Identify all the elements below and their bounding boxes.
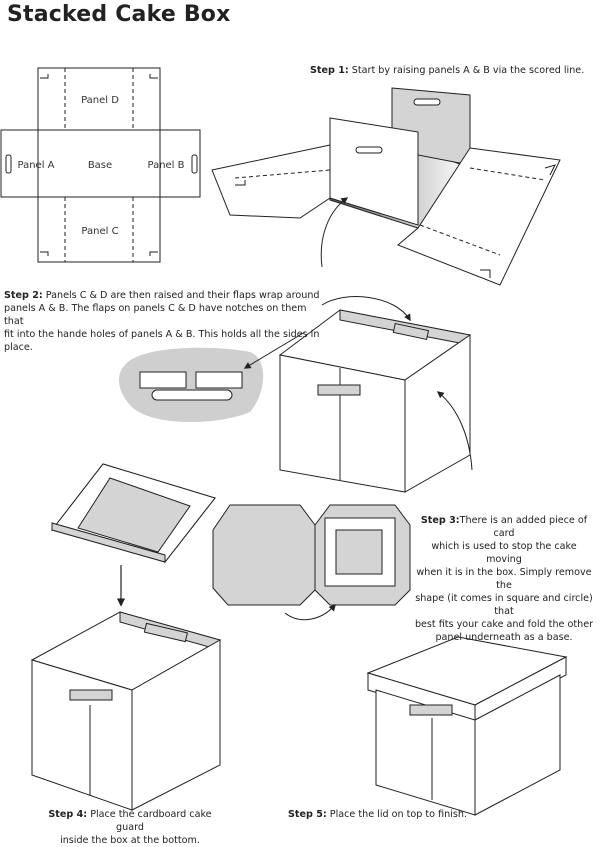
box-net — [0, 67, 201, 263]
step5-box — [366, 636, 568, 816]
cake-guard — [51, 463, 216, 564]
step1-label: Step 1: — [310, 65, 349, 76]
step3-line-6: panel underneath as a base. — [435, 632, 573, 643]
net-label-base: Base — [88, 160, 112, 171]
step2-box — [278, 309, 472, 493]
step1-text: Start by raising panels A & B via the sc… — [351, 65, 585, 76]
step2-label: Step 2: — [4, 290, 43, 301]
net-base — [37, 129, 161, 198]
step5-caption: Step 5: Place the lid on top to finish. — [288, 808, 467, 821]
handle-slot-a — [5, 154, 12, 174]
step3-line-1: There is an added piece of card — [459, 515, 588, 539]
step2-notch-detail — [118, 347, 264, 423]
net-label-panel-c: Panel C — [81, 226, 118, 237]
step1-caption: Step 1: Start by raising panels A & B vi… — [310, 64, 584, 77]
step3-caption: Step 3:There is an added piece of card w… — [414, 514, 594, 644]
step1-illustration — [211, 87, 561, 286]
step2-line-2: panels A & B. The flaps on panels C & D … — [4, 303, 307, 327]
step2-arrow-top — [321, 296, 411, 322]
step4-label: Step 4: — [48, 809, 88, 820]
step4-line-2: inside the box at the bottom. — [60, 835, 200, 846]
handle-slot-b — [191, 154, 198, 174]
step2-line-3: fit into the hande holes of panels A & B… — [4, 329, 320, 353]
step3-line-3: when it is in the box. Simply remove the — [416, 567, 592, 591]
step2-arrow-right — [436, 391, 473, 471]
step5-text: Place the lid on top to finish. — [329, 809, 467, 820]
step1-arrow — [320, 197, 349, 268]
step3-line-4: shape (it comes in square and circle) th… — [415, 593, 593, 617]
step4-caption: Step 4: Place the cardboard cake guard i… — [35, 808, 225, 847]
step3-arrow — [284, 603, 336, 621]
step4-box — [30, 611, 222, 811]
step4-line-1: Place the cardboard cake guard — [90, 809, 212, 833]
step2-line-1: Panels C & D are then raised and their f… — [45, 290, 320, 301]
page-title: Stacked Cake Box — [7, 2, 231, 27]
step3-label: Step 3: — [420, 515, 460, 526]
step3-line-2: which is used to stop the cake moving — [431, 541, 577, 565]
step2-arrow-left — [243, 331, 306, 369]
net-label-panel-b: Panel B — [147, 160, 184, 171]
step3-insert-card — [212, 504, 411, 606]
step5-label: Step 5: — [288, 809, 327, 820]
step3-line-5: best fits your cake and fold the other — [414, 619, 594, 630]
net-label-panel-a: Panel A — [18, 160, 55, 171]
step2-caption: Step 2: Panels C & D are then raised and… — [4, 289, 324, 354]
net-label-panel-d: Panel D — [81, 95, 119, 106]
